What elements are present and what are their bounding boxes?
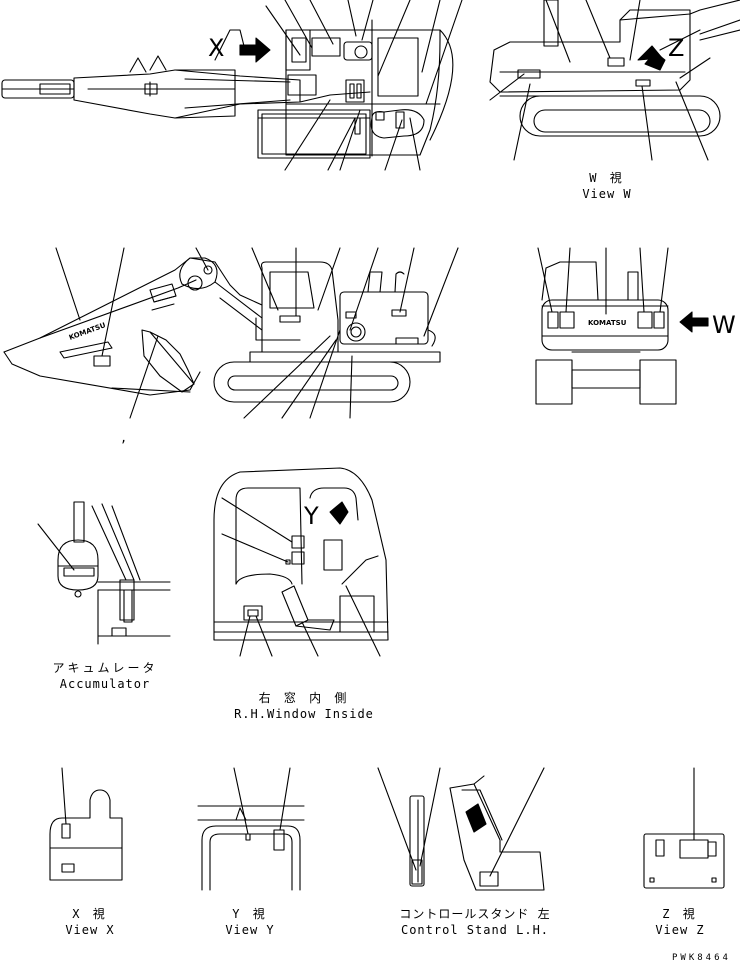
- accumulator-leader-line: [37, 523, 75, 571]
- caption-view-y-en: View Y: [225, 923, 275, 937]
- caption-accumulator-en: Accumulator: [59, 677, 151, 691]
- caption-accumulator: アキュムレータ Accumulator: [46, 662, 164, 690]
- stray-mark: ,: [120, 431, 129, 445]
- top-view-leader-lines: [265, 0, 463, 171]
- rh-window-leader-lines: [221, 497, 381, 657]
- brand-decal-rear: KOMATSU: [588, 319, 627, 327]
- side-view-leader-lines: [55, 247, 459, 419]
- view-y-letter: Y: [304, 502, 319, 530]
- caption-view-x-en: View X: [65, 923, 115, 937]
- side-view-drawing: [3, 257, 441, 403]
- view-x-letter: X: [208, 34, 225, 62]
- caption-rh-window-jp: 右 窓 内 側: [258, 691, 350, 705]
- view-w-leader-lines: [489, 0, 709, 161]
- view-z-drawing: [643, 767, 725, 889]
- caption-view-x-jp: X 視: [72, 907, 108, 921]
- drawing-code: PWK8464: [672, 953, 731, 963]
- top-view-drawing: [1, 19, 454, 159]
- view-x-arrow: [239, 37, 271, 63]
- caption-view-y: Y 視 View Y: [210, 908, 290, 936]
- view-w-letter: W: [712, 311, 736, 339]
- view-w-arrow: [679, 311, 709, 333]
- caption-view-z-en: View Z: [655, 923, 705, 937]
- view-y-arrow: [329, 501, 349, 525]
- caption-view-y-jp: Y 視: [232, 907, 268, 921]
- caption-view-w-jp: W 視: [589, 171, 625, 185]
- caption-rh-window: 右 窓 内 側 R.H.Window Inside: [220, 692, 388, 720]
- caption-accumulator-jp: アキュムレータ: [52, 661, 158, 675]
- brand-decal-boom: KOMATSU: [68, 321, 107, 342]
- control-stand-drawing: [377, 767, 545, 891]
- view-z-letter: Z: [668, 34, 685, 62]
- caption-view-w: W 視 View W: [560, 172, 654, 200]
- caption-view-x: X 視 View X: [50, 908, 130, 936]
- rear-view-leader-lines: [537, 247, 669, 315]
- view-w-drawing: [489, 0, 740, 137]
- rh-window-drawing: [213, 467, 389, 641]
- caption-rh-window-en: R.H.Window Inside: [234, 707, 374, 721]
- accumulator-drawing: [57, 501, 171, 645]
- caption-control-stand-jp: コントロールスタンド 左: [399, 907, 551, 921]
- caption-view-z-jp: Z 視: [662, 907, 698, 921]
- view-y-drawing: [197, 767, 305, 891]
- caption-view-w-en: View W: [582, 187, 632, 201]
- view-x-drawing: [49, 767, 123, 881]
- caption-control-stand: コントロールスタンド 左 Control Stand L.H.: [390, 908, 560, 936]
- caption-view-z: Z 視 View Z: [640, 908, 720, 936]
- caption-control-stand-en: Control Stand L.H.: [400, 923, 550, 937]
